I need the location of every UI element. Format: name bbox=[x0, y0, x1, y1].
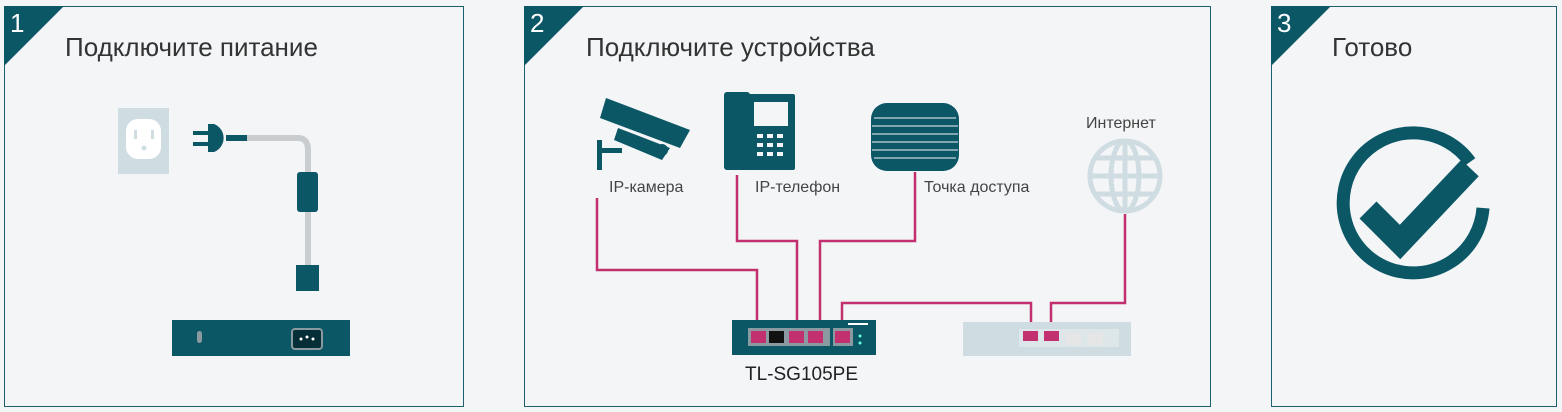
internet-label: Интернет bbox=[1086, 115, 1156, 132]
switch-rear-icon bbox=[172, 320, 350, 356]
power-connector bbox=[296, 265, 319, 291]
step-1-title: Подключите питание bbox=[65, 32, 318, 62]
wall-outlet-icon bbox=[118, 108, 169, 174]
poe-switch-icon bbox=[732, 320, 876, 355]
uplink-cable bbox=[840, 301, 1033, 333]
phone-label: IP-телефон bbox=[755, 179, 841, 196]
internet-cable bbox=[1049, 214, 1127, 330]
step-3-panel bbox=[1271, 6, 1557, 407]
checkmark-done-icon bbox=[1336, 126, 1490, 280]
step-2-corner bbox=[524, 6, 584, 66]
step-3-number: 3 bbox=[1277, 8, 1292, 38]
phone-cable bbox=[735, 175, 799, 333]
power-plug-icon bbox=[193, 124, 248, 152]
access-point-icon bbox=[871, 103, 959, 171]
step-2-title: Подключите устройства bbox=[586, 32, 875, 62]
router-icon bbox=[963, 322, 1131, 356]
ip-camera-icon bbox=[597, 98, 690, 170]
globe-icon bbox=[1087, 138, 1163, 214]
ferrite-core bbox=[297, 172, 318, 212]
switch-model-label: TL-SG105PE bbox=[745, 364, 858, 385]
ap-cable bbox=[818, 172, 917, 333]
ethernet-cables bbox=[595, 172, 1127, 333]
power-cable bbox=[247, 135, 311, 268]
camera-label: IP-камера bbox=[609, 179, 684, 196]
step-3-corner bbox=[1271, 6, 1331, 66]
step-2-number: 2 bbox=[530, 8, 545, 38]
step-1-corner bbox=[4, 6, 64, 66]
ip-phone-icon bbox=[724, 92, 795, 170]
step-3-title: Готово bbox=[1332, 32, 1413, 62]
step-1-number: 1 bbox=[10, 8, 25, 38]
camera-cable bbox=[595, 198, 759, 333]
access-point-label: Точка доступа bbox=[924, 179, 1030, 196]
